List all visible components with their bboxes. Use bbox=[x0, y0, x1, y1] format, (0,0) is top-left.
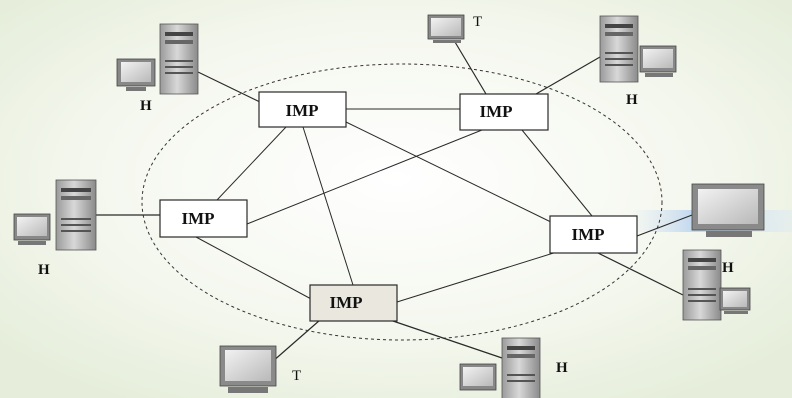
terminal-icon bbox=[427, 14, 465, 43]
link-imp3-imp5 bbox=[195, 236, 314, 301]
link-host-bottom-imp5 bbox=[389, 319, 506, 360]
link-imp1-imp4 bbox=[345, 121, 556, 225]
host-computer-icon bbox=[682, 249, 751, 321]
host-computer-icon bbox=[13, 179, 97, 251]
imp-node-4: IMP bbox=[549, 215, 638, 254]
imp-node-4-label: IMP bbox=[571, 225, 604, 244]
imp-node-3: IMP bbox=[159, 199, 248, 238]
link-monitor-right-imp4 bbox=[636, 211, 701, 237]
link-host-topright-imp2 bbox=[535, 56, 601, 95]
host-label: H bbox=[38, 262, 50, 278]
host-links bbox=[96, 41, 701, 363]
terminal-label: T bbox=[292, 368, 301, 384]
link-imp1-imp5 bbox=[302, 126, 354, 286]
link-imp2-imp4 bbox=[521, 129, 593, 217]
host-computer-icon bbox=[459, 337, 541, 398]
terminal-icon bbox=[219, 345, 277, 393]
terminal-label: T bbox=[473, 14, 482, 30]
link-imp1-imp3 bbox=[216, 126, 287, 201]
imp-links bbox=[195, 108, 593, 303]
imp-node-5: IMP bbox=[309, 284, 398, 322]
host-computer-icon bbox=[599, 15, 677, 83]
host-label: H bbox=[140, 98, 152, 114]
host-label: H bbox=[626, 92, 638, 108]
monitor-icon bbox=[691, 183, 765, 237]
subnet-boundary bbox=[141, 63, 663, 341]
imp-node-2-label: IMP bbox=[479, 102, 512, 121]
link-host-right-imp4 bbox=[597, 252, 684, 296]
host-label: H bbox=[556, 360, 568, 376]
host-label: H bbox=[722, 260, 734, 276]
link-imp2-imp3 bbox=[246, 129, 483, 225]
imp-node-3-label: IMP bbox=[181, 209, 214, 228]
link-imp4-imp5 bbox=[396, 250, 561, 303]
imp-node-1: IMP bbox=[258, 91, 347, 128]
imp-node-5-label: IMP bbox=[329, 293, 362, 312]
imp-node-1-label: IMP bbox=[285, 101, 318, 120]
link-terminal-bottom-imp5 bbox=[271, 319, 321, 363]
link-terminal-top-imp2 bbox=[454, 41, 487, 95]
link-host-topleft-imp1 bbox=[197, 71, 263, 104]
imp-node-2: IMP bbox=[459, 93, 549, 131]
host-computer-icon bbox=[116, 23, 199, 95]
